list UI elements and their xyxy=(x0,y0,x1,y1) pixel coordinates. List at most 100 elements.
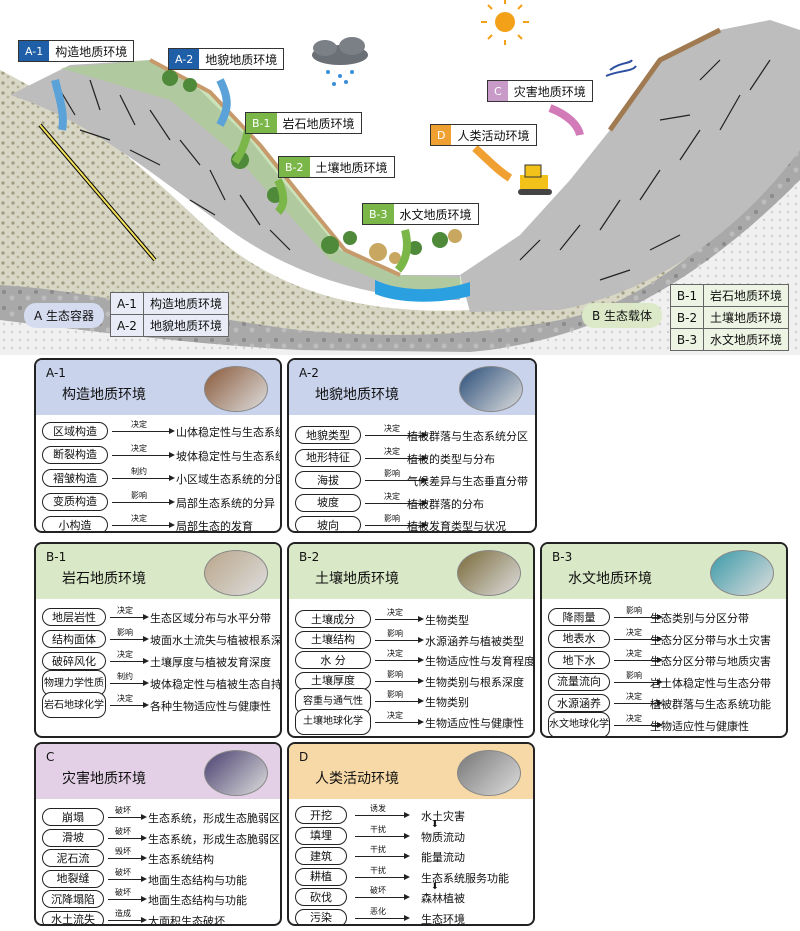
factor-label: 物理力学性质 xyxy=(42,670,106,696)
panel-title: 人类活动环境 xyxy=(315,771,399,787)
relation-verb: 决定 xyxy=(384,424,400,433)
panel-code: B-1 xyxy=(46,550,67,564)
relation-arrow xyxy=(375,616,424,622)
relation-row: 水土流失造成大面积生态破坏 xyxy=(36,909,280,926)
relation-row: 降雨量影响生态类别与分区分带 xyxy=(542,606,786,628)
tag-code: B-3 xyxy=(363,204,394,224)
tag-label: 地貌地质环境 xyxy=(205,52,278,67)
factor-label: 破碎风化 xyxy=(42,652,106,670)
relation-row: 土壤厚度影响生物类别与根系深度 xyxy=(289,670,533,692)
relation-row: 坡向影响植被发育类型与状况 xyxy=(289,514,535,531)
factor-label: 地下水 xyxy=(548,651,610,669)
relation-verb: 干扰 xyxy=(370,845,386,854)
legend-b: B-1 岩石地质环境 B-2 土壤地质环境 B-3 水文地质环境 xyxy=(670,284,790,351)
relation-arrow xyxy=(355,873,410,880)
relation-verb: 影响 xyxy=(387,690,403,699)
relation-row: 填埋 干扰物质流动 xyxy=(289,824,533,847)
relation-row: 水 分决定生物适应性与发育程度 xyxy=(289,649,533,671)
relation-result: 生态分区分带与水土灾害 xyxy=(650,633,771,647)
down-arrow-icon: ⬇ xyxy=(431,881,439,892)
factor-label: 地貌类型 xyxy=(295,426,361,444)
relation-row: 变质构造影响局部生态系统的分异 xyxy=(36,491,280,513)
relation-verb: 制约 xyxy=(131,467,147,476)
relation-arrow xyxy=(365,522,428,528)
relation-result: 局部生态的发育 xyxy=(176,520,253,533)
relation-verb: 决定 xyxy=(626,713,642,723)
relation-row: 地形特征决定植被的类型与分布 xyxy=(289,447,535,469)
relation-arrow xyxy=(365,499,428,506)
relation-arrow xyxy=(375,657,424,663)
panel-code: A-1 xyxy=(46,366,66,380)
panel-title: 地貌地质环境 xyxy=(315,387,399,403)
panel-code: B-3 xyxy=(552,550,573,564)
relation-result: 生物类型 xyxy=(425,614,469,627)
relation-arrow xyxy=(365,477,428,483)
relation-arrow xyxy=(110,636,149,642)
factor-label: 地形特征 xyxy=(295,448,361,467)
relation-row: 泥石流毁坏生态系统结构 xyxy=(36,847,280,869)
relation-arrow xyxy=(112,498,175,505)
relation-arrow xyxy=(112,428,175,434)
relation-result: 生物适应性与健康性 xyxy=(425,716,524,730)
relation-verb: 影响 xyxy=(626,670,642,680)
factor-label: 降雨量 xyxy=(548,608,610,626)
factor-label: 褶皱构造 xyxy=(42,469,108,487)
factor-label: 水源涵养 xyxy=(548,694,610,712)
relation-result: 物质流动 xyxy=(421,830,465,844)
relation-arrow xyxy=(355,894,410,900)
relation-result: 植被群落的分布 xyxy=(407,497,484,511)
tag-b3: B-3 水文地质环境 xyxy=(362,203,479,225)
tag-label: 土壤地质环境 xyxy=(315,160,388,175)
tag-label: 水文地质环境 xyxy=(399,207,472,222)
relation-verb: 决定 xyxy=(117,694,133,703)
relation-row: 砍伐破坏森林植被 xyxy=(289,886,533,908)
relation-row: 水源涵养决定植被群落与生态系统功能 xyxy=(542,692,786,714)
tag-code: D xyxy=(431,125,452,145)
relation-arrow xyxy=(108,814,147,820)
relation-result: 生态系统，形成生态脆弱区 xyxy=(148,812,280,825)
factor-label: 区域构造 xyxy=(42,422,108,440)
factor-label: 污染 xyxy=(295,908,347,924)
legend-code: B-3 xyxy=(671,329,704,350)
panel-thumbnail-image xyxy=(204,366,268,412)
panel-code: A-2 xyxy=(299,366,319,380)
relation-arrow xyxy=(614,700,663,706)
factor-label: 填埋 xyxy=(295,826,347,845)
relation-result: 生态系统，形成生态脆弱区 xyxy=(148,832,280,846)
relation-result: 生态区域分布与水平分带 xyxy=(150,612,271,625)
panel-a1: A-1构造地质环境区域构造决定山体稳定性与生态系统分区断裂构造决定坡体稳定性与生… xyxy=(34,358,282,533)
relation-row: 土壤结构影响水源涵养与植被类型 xyxy=(289,629,533,651)
tag-code: A-2 xyxy=(169,49,200,69)
factor-label: 土壤厚度 xyxy=(295,671,371,690)
relation-arrow xyxy=(365,454,428,461)
relation-arrow xyxy=(375,698,424,704)
relation-row: 断裂构造决定坡体稳定性与生态系统分带 xyxy=(36,444,280,466)
factor-label: 海拔 xyxy=(295,471,361,489)
relation-verb: 恶化 xyxy=(370,906,386,916)
panel-title: 灾害地质环境 xyxy=(62,771,146,787)
tag-code: B-1 xyxy=(246,113,277,133)
legend-code: A-2 xyxy=(111,315,144,336)
relation-verb: 决定 xyxy=(117,650,133,659)
factor-label: 水土流失 xyxy=(42,910,104,924)
relation-row: 滑坡破坏生态系统，形成生态脆弱区 xyxy=(36,827,280,849)
panel-thumbnail-image xyxy=(204,550,268,596)
relation-verb: 决定 xyxy=(131,514,147,523)
relation-row: 土壤地球化学决定生物适应性与健康性 xyxy=(289,708,533,735)
relation-result: 大面积生态破坏 xyxy=(148,914,225,926)
relation-verb: 决定 xyxy=(384,491,400,501)
relation-verb: 决定 xyxy=(387,649,403,658)
panel-header: A-2 地貌地质环境 xyxy=(289,360,535,415)
relation-verb: 干扰 xyxy=(370,824,386,834)
relation-arrow xyxy=(375,636,424,643)
panel-thumbnail-image xyxy=(457,750,521,796)
geological-scene: A-1 构造地质环境 A-2 地貌地质环境 B-1 岩石地质环境 B-2 土壤地… xyxy=(0,0,800,355)
relation-verb: 诱发 xyxy=(370,804,386,813)
factor-label: 结构面体 xyxy=(42,630,106,648)
relation-row: 褶皱构造制约小区域生态系统的分区 xyxy=(36,467,280,489)
